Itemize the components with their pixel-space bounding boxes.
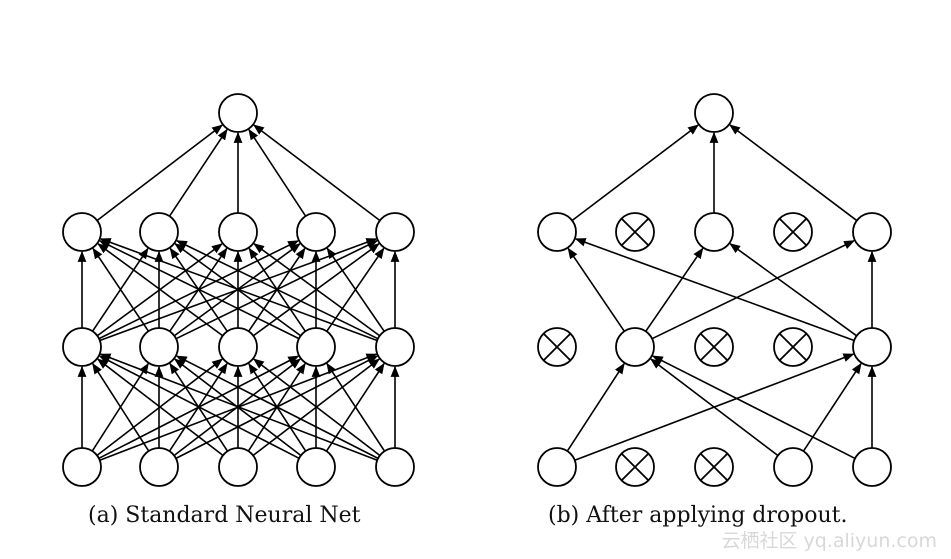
dropout-connection-arrow <box>566 362 625 452</box>
dropout-neuron-node <box>694 212 734 252</box>
dropout-connection-arrow <box>650 358 779 457</box>
dropout-neuron-node <box>537 447 577 487</box>
standard-connection-arrow <box>253 358 381 457</box>
standard-neuron-node <box>218 212 258 252</box>
standard-connection-arrow <box>253 243 381 337</box>
standard-neuron-node <box>296 212 336 252</box>
standard-connection-arrow <box>96 124 223 222</box>
standard-connection-arrow <box>98 355 300 460</box>
dropout-neuron-node <box>694 93 734 133</box>
standard-connection-arrow <box>99 353 378 461</box>
dropout-neuron-node <box>852 327 892 367</box>
dropout-connection-arrow <box>567 247 625 332</box>
dropout-neural-net-diagram <box>537 93 892 487</box>
dropout-cross-mark <box>543 333 571 361</box>
caption-after-dropout: (b) After applying dropout. <box>548 503 848 528</box>
standard-connection-arrow <box>92 247 150 332</box>
standard-neuron-node <box>296 327 336 367</box>
dropout-connection-arrow <box>729 243 858 337</box>
standard-neuron-node <box>218 93 258 133</box>
dropout-neuron-node <box>852 447 892 487</box>
standard-neuron-node <box>375 327 415 367</box>
standard-connection-arrow <box>175 240 379 340</box>
standard-neuron-node <box>62 447 102 487</box>
standard-connection-arrow <box>168 128 228 217</box>
caption-standard-neural-net: (a) Standard Neural Net <box>88 503 361 528</box>
dropout-neuron-node <box>615 327 655 367</box>
standard-connection-arrow <box>248 128 307 217</box>
standard-neural-net-diagram <box>62 93 415 487</box>
standard-neuron-node <box>375 447 415 487</box>
dropout-neuron-node <box>537 212 577 252</box>
standard-neuron-node <box>62 212 102 252</box>
standard-neuron-node <box>139 212 179 252</box>
standard-neuron-node <box>296 447 336 487</box>
dropout-connection-arrow <box>571 124 699 222</box>
dropout-connection-arrow <box>651 355 856 460</box>
dropout-cross-mark <box>700 453 728 481</box>
standard-connection-arrow <box>99 238 378 342</box>
dropout-cross-mark <box>700 333 728 361</box>
dropout-connection-arrow <box>574 238 855 342</box>
standard-connection-arrow <box>96 358 224 457</box>
standard-connection-arrow <box>326 362 386 452</box>
dropout-connection-arrow <box>645 247 704 332</box>
dropout-connection-arrow <box>651 240 855 340</box>
dropout-cross-mark <box>621 218 649 246</box>
dropout-neuron-node <box>773 447 813 487</box>
standard-connection-arrow <box>253 124 381 222</box>
standard-neuron-node <box>139 447 179 487</box>
standard-connection-arrow <box>92 362 150 452</box>
standard-connection-arrow <box>97 243 224 337</box>
standard-neuron-node <box>218 447 258 487</box>
standard-connection-arrow <box>175 355 379 460</box>
standard-connection-arrow <box>98 240 300 340</box>
watermark-text: 云栖社区 yq.aliyun.com <box>721 530 937 552</box>
standard-connection-arrow <box>326 247 385 332</box>
standard-neuron-node <box>218 327 258 367</box>
standard-neuron-node <box>375 212 415 252</box>
dropout-cross-mark <box>779 218 807 246</box>
dropout-connection-arrow <box>729 124 858 222</box>
dropout-cross-mark <box>779 333 807 361</box>
standard-neuron-node <box>62 327 102 367</box>
dropout-cross-mark <box>621 453 649 481</box>
dropout-neuron-node <box>852 212 892 252</box>
dropout-connection-arrow <box>802 362 862 452</box>
standard-neuron-node <box>139 327 179 367</box>
